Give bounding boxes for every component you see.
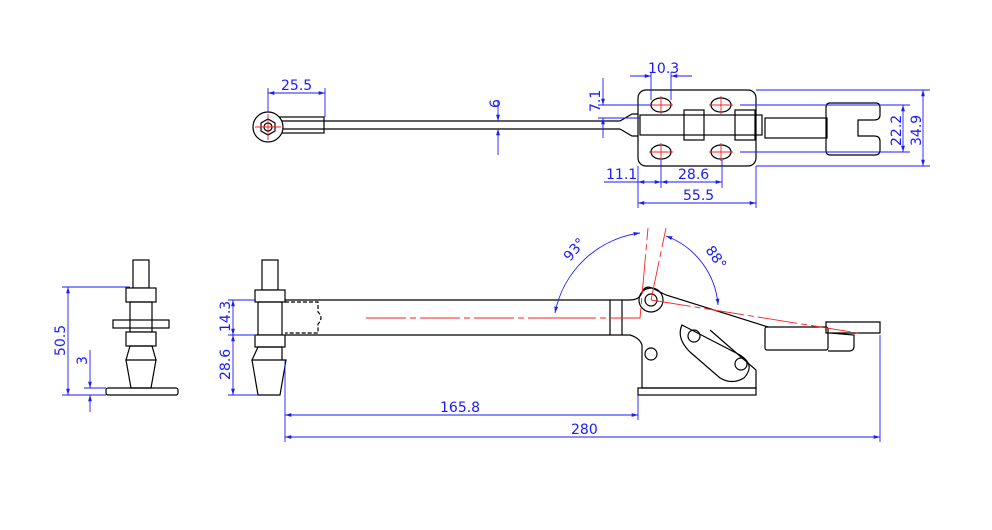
- angle-93: 93°: [561, 235, 589, 264]
- dim-22-2: 22.2: [889, 115, 905, 146]
- dim-11-1: 11.1: [606, 167, 637, 183]
- handle-grip-side: [764, 326, 829, 351]
- dim-165-8: 165.8: [440, 400, 480, 416]
- base-plate: [637, 89, 757, 167]
- dim-50-5: 50.5: [53, 325, 69, 356]
- handle-grip: [764, 117, 828, 139]
- dim-280: 280: [571, 422, 598, 438]
- dim-25-5: 25.5: [281, 78, 312, 94]
- side-view: 93° 88° 14.3 28.6 165.8 280: [218, 227, 881, 442]
- handle-u: [825, 102, 881, 156]
- dim-34-9: 34.9: [909, 115, 925, 146]
- dim-10-3: 10.3: [648, 61, 679, 77]
- end-view: 50.5 3: [53, 259, 179, 412]
- dim-28-6-side: 28.6: [218, 349, 234, 380]
- dim-7-1: 7.1: [588, 90, 604, 112]
- top-view: 25.5 6 10.3 7.1 11.1 28.6 55.5 22.2 34.9: [252, 61, 930, 208]
- dim-6: 6: [488, 99, 504, 108]
- dim-3: 3: [75, 356, 91, 365]
- dim-28-6-top: 28.6: [678, 167, 709, 183]
- dim-14-3: 14.3: [218, 301, 234, 332]
- dim-55-5: 55.5: [683, 188, 714, 204]
